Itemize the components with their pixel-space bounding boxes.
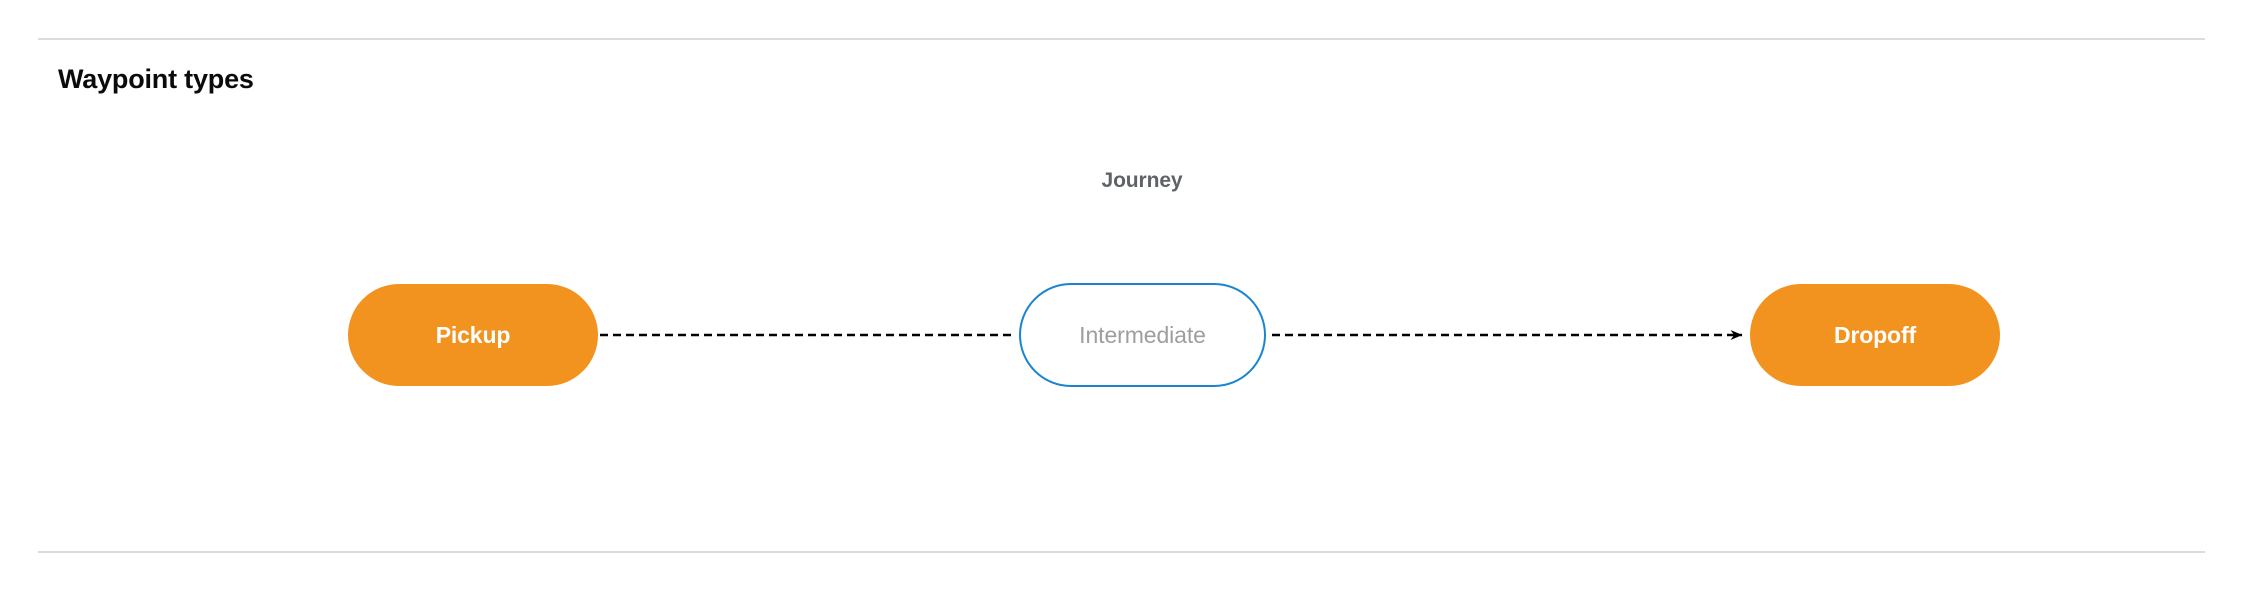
node-pickup-label: Pickup <box>435 321 511 348</box>
page-title: Waypoint types <box>58 64 254 94</box>
divider-bottom <box>38 551 2205 553</box>
node-intermediate[interactable]: Intermediate <box>1019 283 1266 387</box>
node-pickup[interactable]: Pickup <box>348 284 598 386</box>
node-dropoff[interactable]: Dropoff <box>1750 284 2000 386</box>
cluster-label-journey: Journey <box>1101 169 1183 192</box>
node-intermediate-label: Intermediate <box>1079 321 1206 348</box>
divider-top <box>38 38 2205 40</box>
node-dropoff-label: Dropoff <box>1834 321 1916 348</box>
